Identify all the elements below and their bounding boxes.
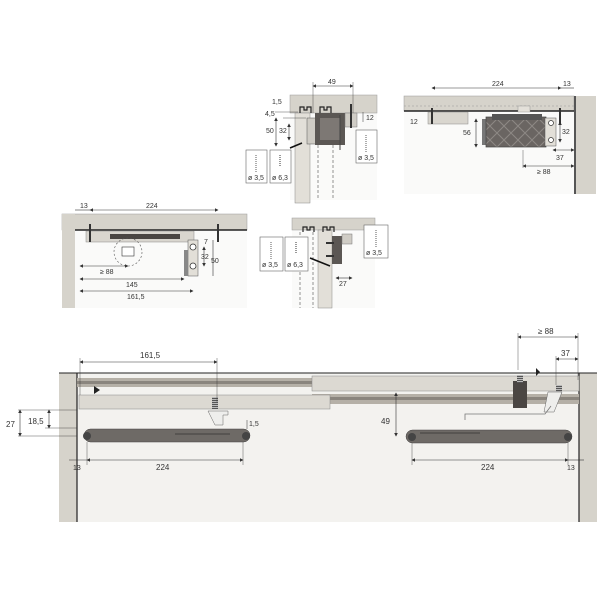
screw-box-3-5-left: ø 3,5 [245,149,268,184]
dim-27: 27 [339,281,347,288]
svg-text:ø 3,5: ø 3,5 [366,250,382,257]
dim-88: ≥ 88 [538,327,554,336]
dim-32: 32 [201,254,209,261]
dim-37: 37 [556,155,564,162]
dim-1-5: 1,5 [249,421,259,428]
dim-13: 13 [80,203,88,210]
dim-4-5: 4,5 [265,111,275,118]
dim-145: 145 [126,282,138,289]
dim-7: 7 [204,239,208,246]
screw-box-3-5-right: ø 3,5 [363,224,389,259]
dim-161-5: 161,5 [127,294,145,301]
main-assembly-view: 161,5 27 18,5 1,5 13 224 49 ≥ 88 37 224 … [6,327,597,522]
svg-text:ø 6,3: ø 6,3 [287,262,303,269]
dim-18-5: 18,5 [28,417,44,426]
dim-13: 13 [563,81,571,88]
dim-224: 224 [492,81,504,88]
detail-mid-center: 27 ø 3,5 ø 6,3 ø 3,5 [259,217,389,309]
dim-88: ≥ 88 [537,169,551,176]
dim-56: 56 [463,130,471,137]
dim-49: 49 [381,417,390,426]
dim-27: 27 [6,420,15,429]
svg-text:ø 3,5: ø 3,5 [358,155,374,162]
screw-box-6-3: ø 6,3 [284,236,309,272]
dim-12: 12 [410,119,418,126]
screw-box-6-3: ø 6,3 [269,149,292,184]
dim-161-5: 161,5 [140,351,161,360]
svg-text:ø 3,5: ø 3,5 [248,175,264,182]
dim-32: 32 [562,129,570,136]
dim-224-left: 224 [156,463,170,472]
dim-50: 50 [266,128,274,135]
dim-88: ≥ 88 [100,269,114,276]
dim-224: 224 [146,203,158,210]
dim-12: 12 [366,115,374,122]
dim-13-right: 13 [567,465,575,472]
detail-top-right: 224 13 12 56 32 37 ≥ 88 [403,81,596,194]
dim-13-left: 13 [73,465,81,472]
detail-top-center: 49 1,5 4,5 50 32 12 ø 3,5 ø 6,3 ø 3,5 [245,79,378,204]
screw-box-3-5-left: ø 3,5 [259,236,284,272]
dim-49: 49 [328,79,336,86]
svg-text:ø 3,5: ø 3,5 [262,262,278,269]
detail-mid-left: 13 224 7 32 50 ≥ 88 145 161,5 [61,203,248,308]
dim-37: 37 [561,349,570,358]
screw-box-3-5-right: ø 3,5 [355,129,378,164]
dim-1-5: 1,5 [272,99,282,106]
dim-32: 32 [279,128,287,135]
dim-50: 50 [211,258,219,265]
svg-text:ø 6,3: ø 6,3 [272,175,288,182]
dim-224-right: 224 [481,463,495,472]
